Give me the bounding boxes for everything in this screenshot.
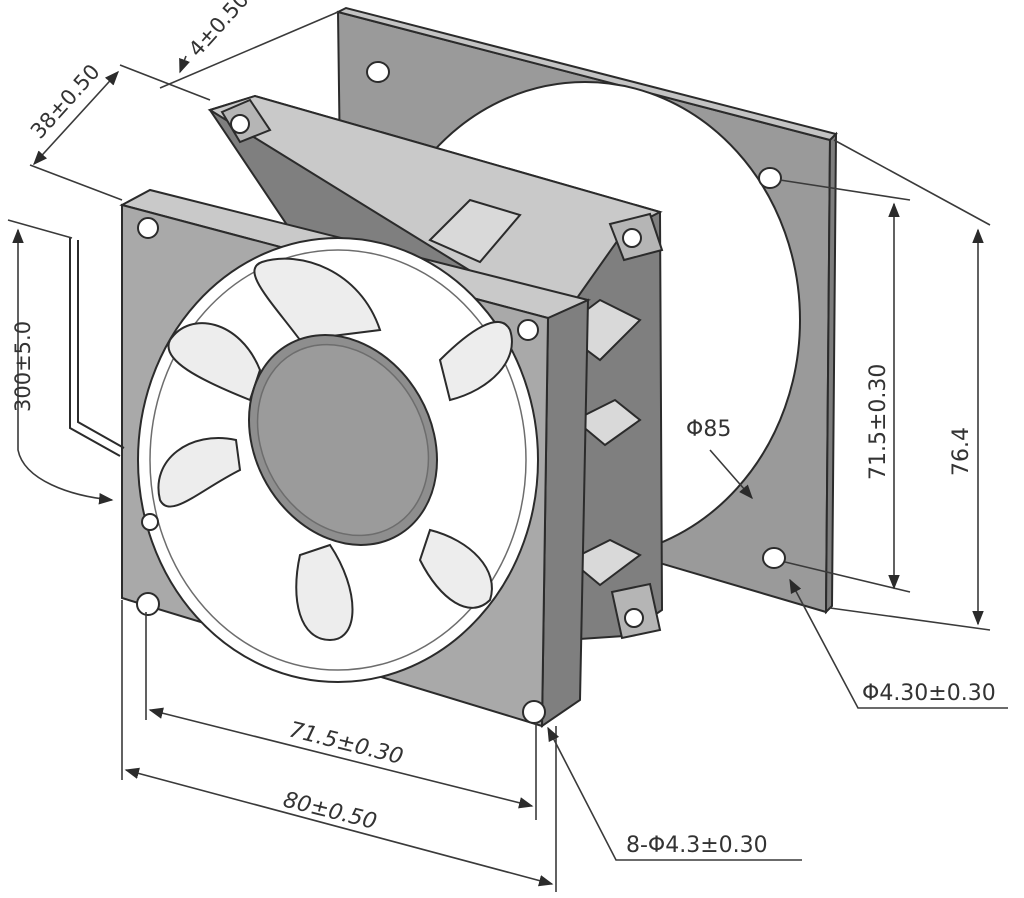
flange-hole-label: Φ4.30±0.30 [862, 681, 996, 706]
flange-height-label: 76.4 [949, 427, 974, 476]
horizontal-hole-spacing-label: 71.5±0.30 [287, 718, 406, 770]
mount-holes-label: 8-Φ4.3±0.30 [626, 833, 768, 858]
fan-housing-front [119, 188, 592, 728]
rear-mount-ears [220, 98, 664, 640]
flange-hole-bottom-right [762, 547, 786, 569]
dimension-lines [7, 11, 1008, 892]
vertical-hole-spacing-label: 71.5±0.30 [866, 364, 891, 480]
flange-hole-top-right [758, 167, 782, 189]
flange-hole-top-left [366, 61, 390, 83]
impeller-blades [157, 257, 513, 642]
opening-diameter-label: Φ85 [686, 417, 731, 442]
cable-length-label: 300±5.0 [11, 321, 35, 412]
lead-wires [69, 238, 125, 457]
fan-width-label: 80±0.50 [281, 788, 380, 835]
front-mount-holes [136, 217, 546, 724]
